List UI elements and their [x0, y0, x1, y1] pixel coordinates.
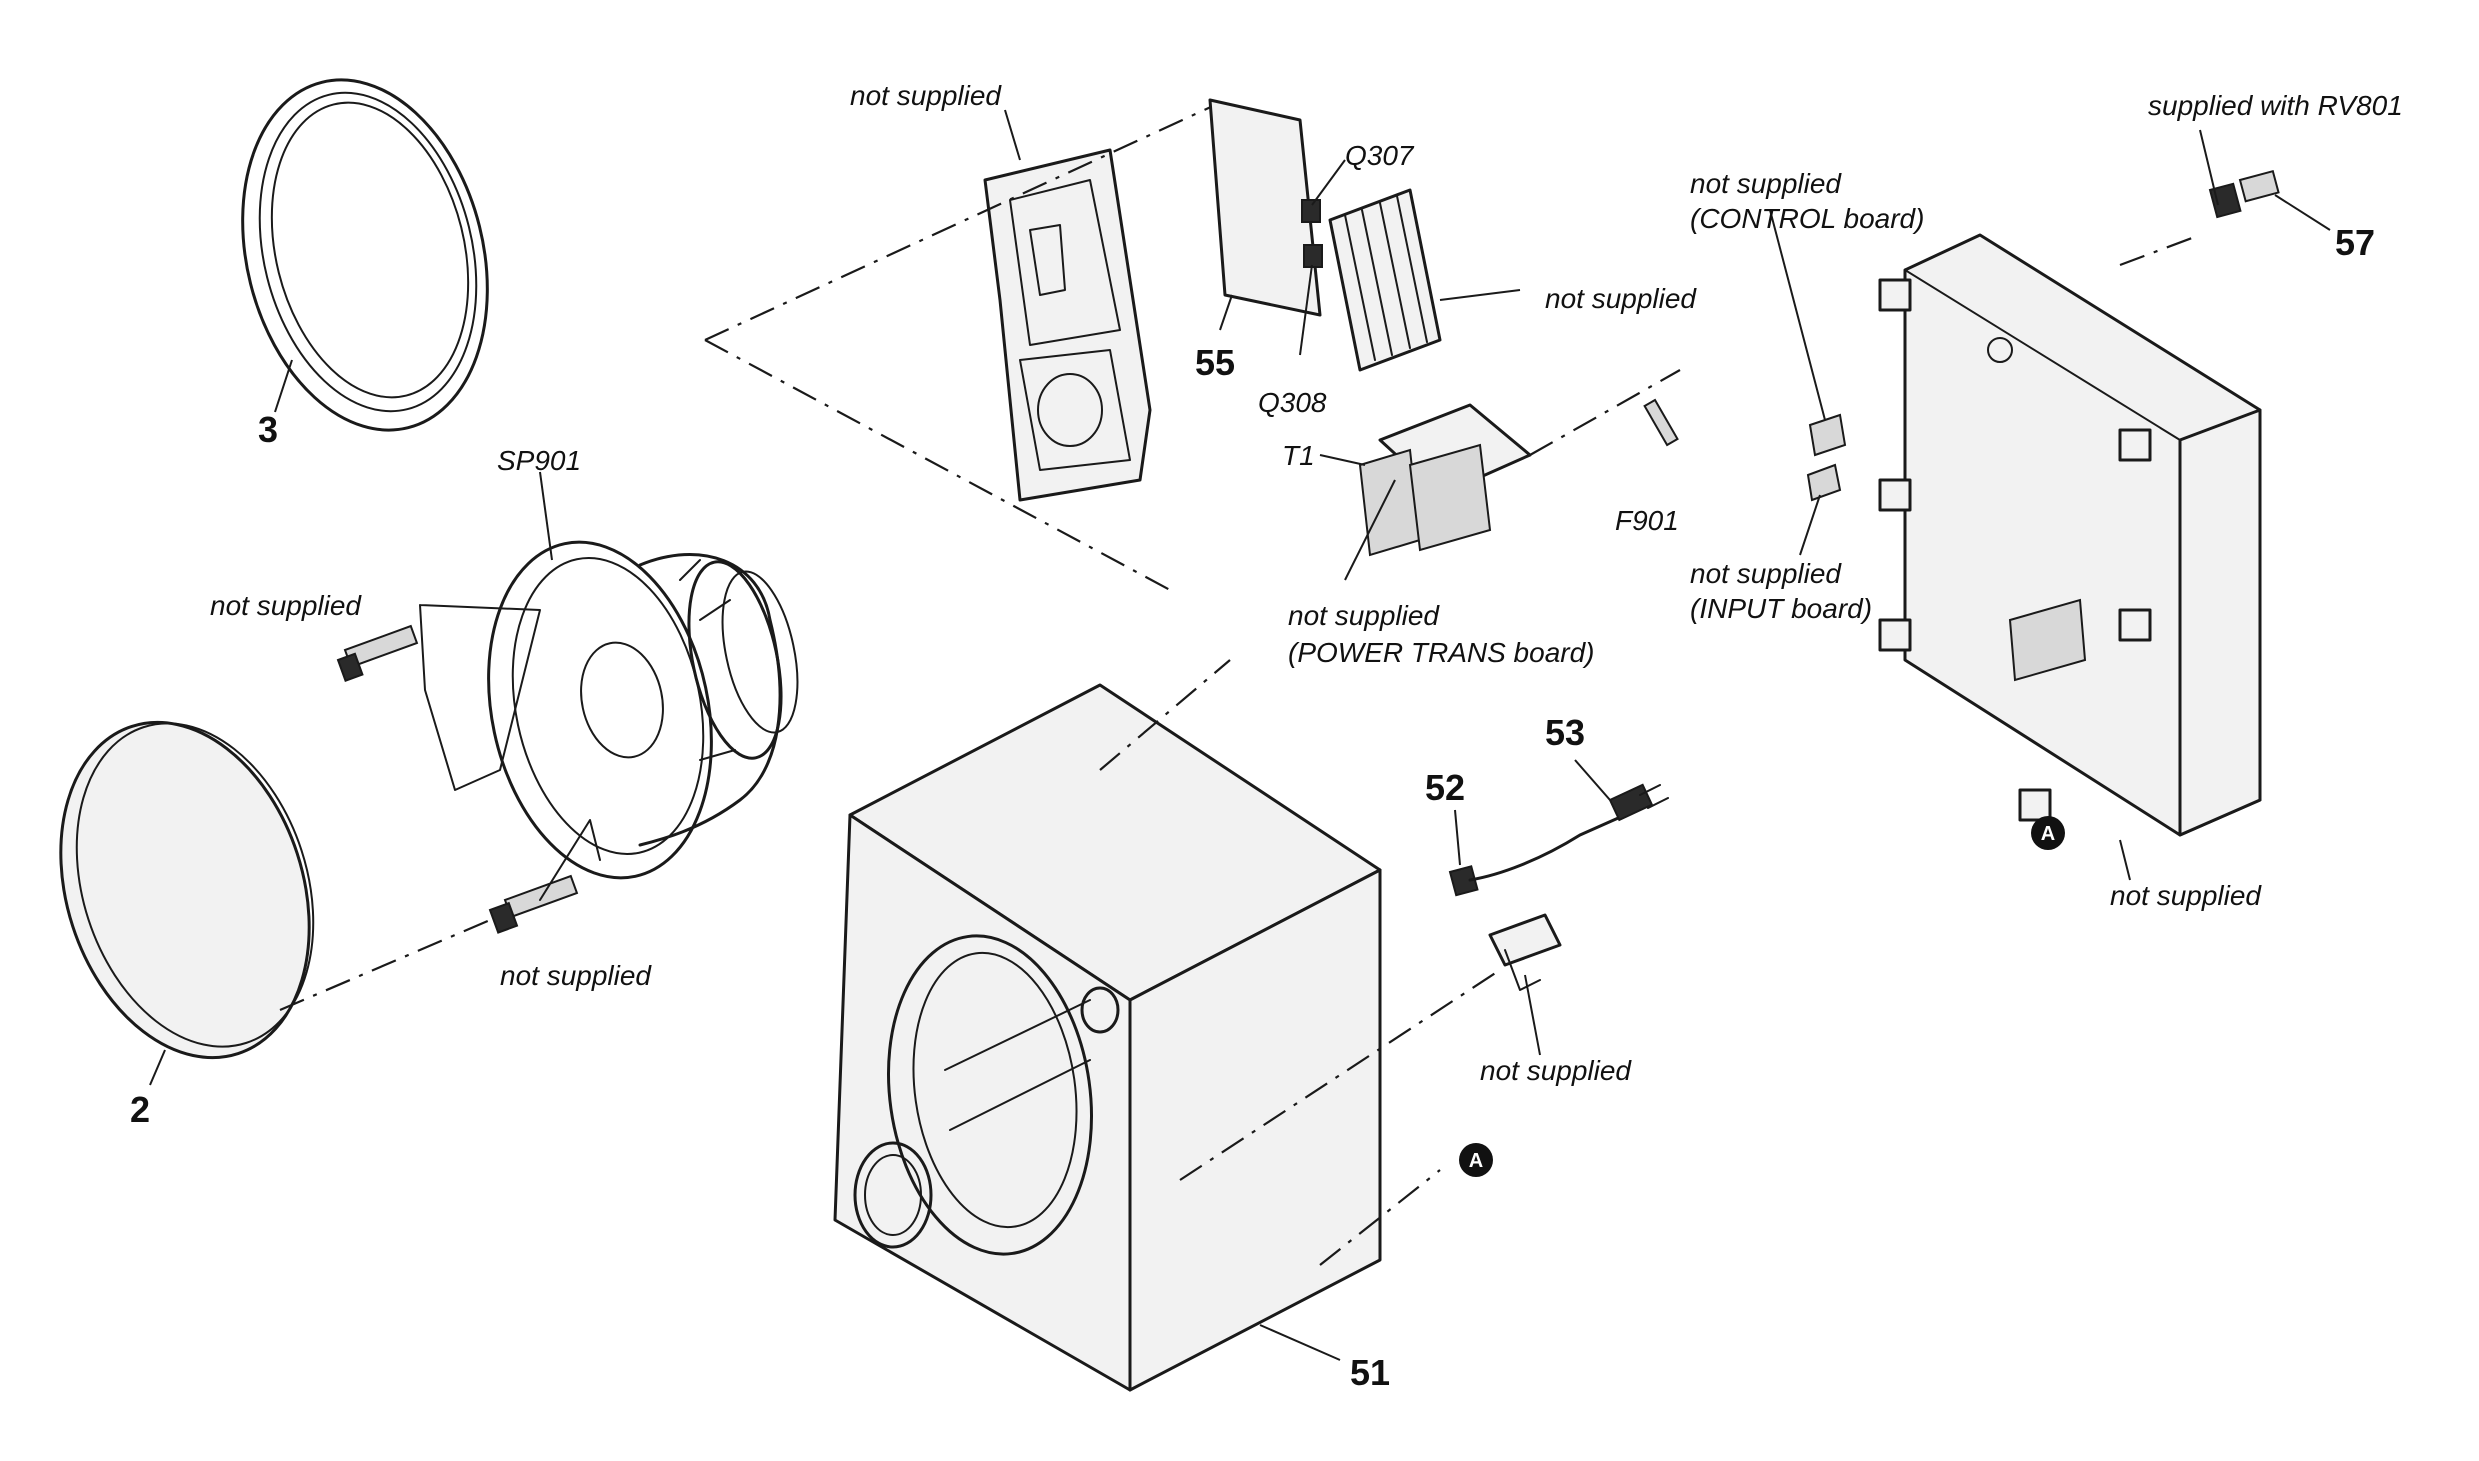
label-sp901: SP901 [497, 445, 581, 476]
label-not-supplied-power-trans: not supplied [1288, 600, 1440, 631]
fuse-f901 [1643, 398, 1679, 447]
assembly-line-knob [2119, 233, 2201, 267]
label-not-supplied-screw-upper: not supplied [210, 590, 362, 621]
part-55-amp-board [1208, 98, 1322, 317]
label-not-supplied-control: not supplied [1690, 168, 1842, 199]
leader-57 [2274, 194, 2331, 231]
part-sp901-woofer [487, 540, 799, 880]
label-item-51: 51 [1350, 1352, 1390, 1393]
label-f901: F901 [1615, 505, 1679, 536]
svg-text:A: A [1469, 1150, 1483, 1172]
leader-heat-sink [1439, 289, 1521, 301]
label-item-2: 2 [130, 1089, 150, 1130]
label-t1: T1 [1282, 440, 1315, 471]
leader-clamp [1524, 974, 1541, 1056]
leader-control-board [1769, 209, 1826, 421]
chassis-bracket [983, 148, 1152, 502]
transformer-t1 [1358, 403, 1532, 557]
leader-supplied-rv801 [2199, 129, 2219, 206]
part-53-power-cord [1468, 783, 1669, 882]
leader-rear-panel [2119, 839, 2131, 881]
label-not-supplied-bracket: not supplied [850, 80, 1002, 111]
leader-q308 [1299, 264, 1313, 356]
marker-a-rear: A [2031, 816, 2065, 850]
label-not-supplied-rear-panel: not supplied [2110, 880, 2262, 911]
leader-bracket [1004, 109, 1021, 161]
part-3-speaker-ring [241, 78, 489, 432]
leader-55 [1219, 294, 1233, 331]
leader-51 [1259, 1324, 1341, 1361]
leader-3 [274, 359, 293, 413]
leader-53 [1574, 759, 1611, 801]
leader-2 [149, 1049, 166, 1086]
cord-clamp [1488, 913, 1562, 991]
label-power-trans-board: (POWER TRANS board) [1288, 637, 1595, 668]
leader-input-board [1799, 494, 1821, 556]
part-51-cabinet [833, 683, 1382, 1392]
leader-power-trans [1344, 479, 1396, 581]
screw-guide-lower [539, 819, 601, 901]
part-57-knob [2208, 169, 2280, 219]
label-not-supplied-screw-lower: not supplied [500, 960, 652, 991]
leader-52 [1454, 809, 1461, 866]
part-2-grille [59, 720, 315, 1060]
input-board-connector [1806, 463, 1842, 502]
transistor-q308 [1303, 244, 1323, 268]
label-q307: Q307 [1345, 140, 1415, 171]
label-item-57: 57 [2335, 222, 2375, 263]
label-item-3: 3 [258, 409, 278, 450]
label-input-board: (INPUT board) [1690, 593, 1872, 624]
label-supplied-with-rv801: supplied with RV801 [2148, 90, 2403, 121]
woofer-screw-upper [336, 624, 419, 682]
control-board-connector [1808, 413, 1847, 457]
svg-text:A: A [2041, 823, 2055, 845]
transistor-q307 [1301, 199, 1321, 223]
leader-q307 [1311, 159, 1346, 206]
label-item-53: 53 [1545, 712, 1585, 753]
assembly-line-side [1179, 969, 1501, 1181]
label-item-55: 55 [1195, 342, 1235, 383]
label-q308: Q308 [1258, 387, 1327, 418]
assembly-line-grille [279, 918, 491, 1012]
label-item-52: 52 [1425, 767, 1465, 808]
heat-sink [1328, 188, 1442, 372]
leader-sp901 [539, 471, 553, 561]
assembly-line-fuse [1529, 369, 1681, 456]
assembly-line-marker-a [1319, 1169, 1441, 1266]
label-not-supplied-clamp: not supplied [1480, 1055, 1632, 1086]
leader-t1 [1319, 454, 1366, 466]
rear-panel-assembly [1878, 233, 2262, 837]
label-control-board: (CONTROL board) [1690, 203, 1924, 234]
woofer-screw-lower [488, 874, 579, 934]
screw-guide-upper [419, 604, 541, 791]
assembly-line-board [704, 104, 1216, 341]
label-not-supplied-input: not supplied [1690, 558, 1842, 589]
assembly-line-board-lower [704, 339, 1171, 591]
marker-a-cabinet: A [1459, 1143, 1493, 1177]
label-not-supplied-heat-sink: not supplied [1545, 283, 1697, 314]
